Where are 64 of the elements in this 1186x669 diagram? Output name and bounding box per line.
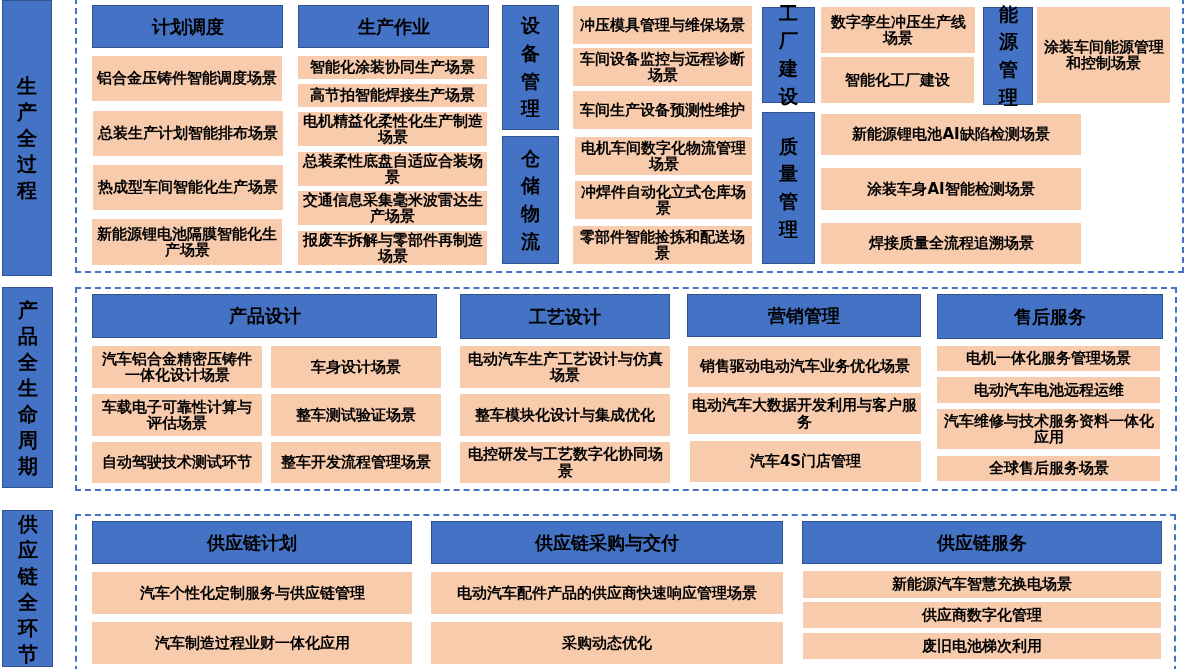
scenario-box: 电动汽车生产工艺设计与仿真场景 [460, 346, 670, 388]
scenario-box: 涂装车身AI智能检测场景 [821, 168, 1081, 210]
scenario-box: 供应商数字化管理 [803, 602, 1161, 628]
scenario-box: 智能化工厂建设 [821, 57, 974, 103]
category-header: 能源管理 [983, 7, 1033, 105]
scenario-box: 交通信息采集毫米波雷达生产场景 [298, 191, 487, 225]
section-frame [75, 0, 1184, 273]
category-header: 售后服务 [937, 294, 1163, 339]
scenario-box: 自动驾驶技术测试环节 [92, 442, 262, 483]
scenario-box: 电动汽车大数据开发利用与客户服务 [688, 393, 921, 434]
scenario-box: 车间设备监控与远程诊断场景 [573, 48, 752, 86]
scenario-box: 电动汽车电池远程运维 [937, 377, 1160, 403]
section-frame [75, 514, 1176, 669]
scenario-box: 冲压模具管理与维保场景 [573, 6, 752, 44]
scenario-box: 焊接质量全流程追溯场景 [821, 223, 1081, 264]
category-header: 仓储物流 [502, 136, 559, 264]
scenario-box: 铝合金压铸件智能调度场景 [92, 56, 282, 101]
category-header: 生产作业 [298, 5, 489, 48]
scenario-box: 高节拍智能焊接生产场景 [298, 84, 487, 107]
scenario-box: 整车测试验证场景 [271, 394, 441, 436]
scenario-box: 电机一体化服务管理场景 [937, 346, 1160, 371]
section-label: 生产全过程 [2, 0, 52, 276]
category-header: 设备管理 [502, 5, 559, 130]
scenario-box: 数字孪生冲压生产线场景 [821, 7, 975, 53]
scenario-box: 车载电子可靠性计算与评估场景 [92, 394, 262, 436]
section-label: 供应链全环节 [2, 510, 53, 667]
scenario-box: 热成型车间智能化生产场景 [93, 165, 283, 210]
scenario-box: 整车模块化设计与集成优化 [460, 394, 670, 436]
scenario-box: 冲焊件自动化立式仓库场景 [575, 181, 752, 219]
scenario-box: 电动汽车配件产品的供应商快速响应管理场景 [431, 572, 783, 614]
scenario-box: 新能源锂电池隔膜智能化生产场景 [92, 219, 282, 265]
scenario-box: 销售驱动电动汽车业务优化场景 [688, 346, 921, 387]
scenario-box: 零部件智能捡拣和配送场景 [573, 226, 752, 264]
scenario-box: 汽车4S门店管理 [690, 441, 921, 482]
category-header: 供应链服务 [802, 521, 1162, 564]
scenario-box: 电机车间数字化物流管理场景 [575, 137, 752, 175]
scenario-box: 电控研发与工艺数字化协同场景 [460, 442, 670, 483]
scenario-box: 车身设计场景 [271, 346, 441, 388]
scenario-box: 汽车制造过程业财一体化应用 [92, 622, 412, 664]
scenario-box: 报废车拆解与零部件再制造场景 [298, 231, 487, 265]
category-header: 计划调度 [92, 5, 283, 48]
category-header: 产品设计 [92, 294, 437, 338]
scenario-box: 总装生产计划智能排布场景 [93, 111, 283, 156]
scenario-box: 新能源锂电池AI缺陷检测场景 [821, 114, 1081, 155]
scenario-box: 汽车维修与技术服务资料一体化应用 [937, 409, 1160, 449]
scenario-box: 总装柔性底盘自适应合装场景 [298, 152, 487, 186]
scenario-box: 整车开发流程管理场景 [271, 442, 441, 483]
scenario-box: 电机精益化柔性化生产制造场景 [298, 112, 487, 146]
section-label: 产品全生命周期 [2, 287, 53, 488]
scenario-box: 车间生产设备预测性维护 [573, 91, 752, 129]
scenario-box: 汽车个性化定制服务与供应链管理 [92, 572, 412, 614]
category-header: 营销管理 [687, 294, 921, 337]
category-header: 工艺设计 [460, 294, 670, 339]
section-frame [75, 287, 1177, 491]
scenario-box: 涂装车间能源管理和控制场景 [1037, 7, 1170, 103]
scenario-box: 新能源汽车智慧充换电场景 [803, 571, 1161, 598]
scenario-box: 汽车铝合金精密压铸件一体化设计场景 [92, 346, 262, 388]
category-header: 供应链采购与交付 [431, 521, 783, 564]
scenario-box: 采购动态优化 [431, 622, 783, 664]
category-header: 供应链计划 [92, 521, 412, 564]
scenario-box: 智能化涂装协同生产场景 [298, 56, 487, 79]
scenario-box: 全球售后服务场景 [937, 456, 1160, 481]
scenario-box: 废旧电池梯次利用 [803, 633, 1161, 659]
category-header: 质量管理 [762, 112, 815, 264]
